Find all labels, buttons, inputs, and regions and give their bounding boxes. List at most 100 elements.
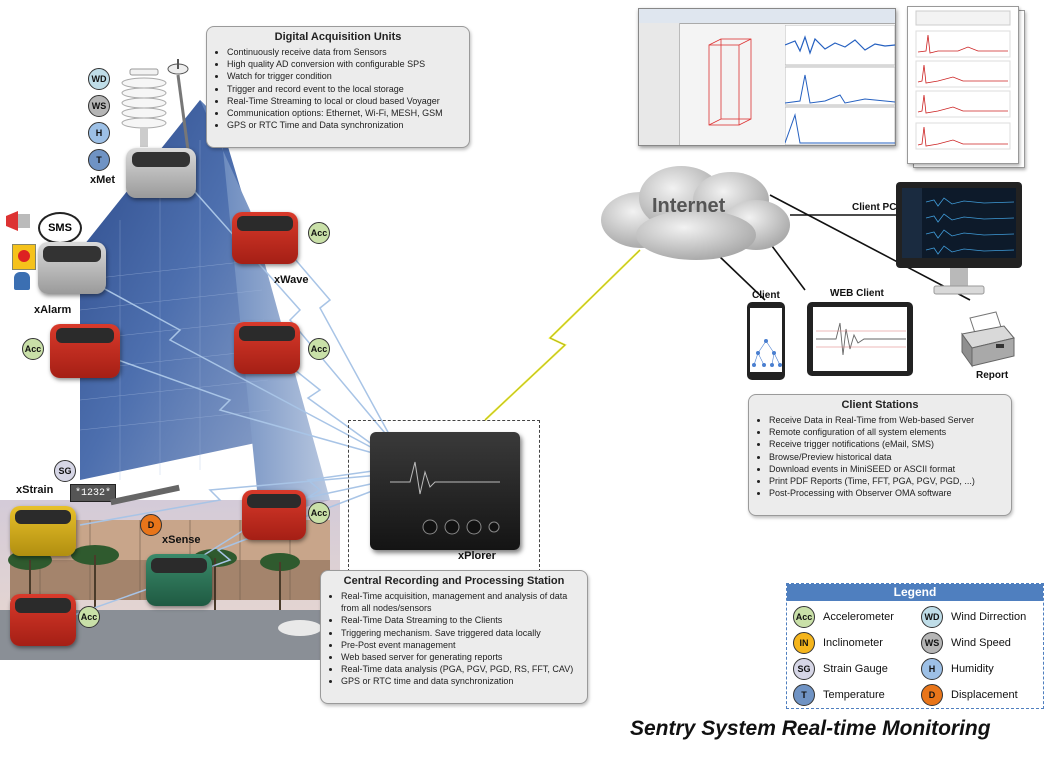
temperature-badge: T bbox=[88, 149, 110, 171]
dau-item: GPS or RTC Time and Data synchronization bbox=[227, 119, 463, 131]
client-stations-list: Receive Data in Real-Time from Web-based… bbox=[749, 414, 1011, 499]
xsense-label: xSense bbox=[162, 534, 201, 546]
legend-item: T Temperature bbox=[793, 684, 885, 706]
wind-speed-badge: WS bbox=[921, 632, 943, 654]
accelerometer-sensor bbox=[50, 324, 120, 378]
client-stations-item: Post-Processing with Observer OMA softwa… bbox=[769, 487, 1005, 499]
weather-station-icon bbox=[121, 59, 190, 150]
strain-readout: *1232* bbox=[70, 484, 116, 502]
dau-item: Trigger and record event to the local st… bbox=[227, 83, 463, 95]
central-station-item: GPS or RTC time and data synchronization bbox=[341, 675, 581, 687]
central-station-item: Pre-Post event management bbox=[341, 639, 581, 651]
accelerometer-badge: Acc bbox=[22, 338, 44, 360]
waveform-plots bbox=[785, 25, 895, 145]
temperature-badge: T bbox=[793, 684, 815, 706]
xwave-sensor bbox=[232, 212, 298, 264]
dau-info-box: Digital Acquisition Units Continuously r… bbox=[206, 26, 470, 148]
xalarm-sensor bbox=[38, 242, 106, 294]
accelerometer-badge: Acc bbox=[308, 338, 330, 360]
client-stations-item: Print PDF Reports (Time, FFT, PGA, PGV, … bbox=[769, 475, 1005, 487]
central-station-title: Central Recording and Processing Station bbox=[343, 575, 565, 587]
dau-title: Digital Acquisition Units bbox=[274, 31, 402, 43]
legend: Legend Acc Accelerometer WD Wind Dirrect… bbox=[786, 583, 1044, 709]
client-stations-item: Receive trigger notifications (eMail, SM… bbox=[769, 438, 1005, 450]
report-pages bbox=[905, 6, 1025, 168]
legend-label: Strain Gauge bbox=[823, 663, 888, 675]
diagram-title: Sentry System Real-time Monitoring bbox=[630, 717, 991, 740]
legend-label: Displacement bbox=[951, 689, 1018, 701]
legend-label: Accelerometer bbox=[823, 611, 894, 623]
beacon-icon bbox=[14, 272, 30, 290]
client-stations-item: Browse/Preview historical data bbox=[769, 451, 1005, 463]
accelerometer-badge: Acc bbox=[308, 222, 330, 244]
report-charts bbox=[915, 10, 1011, 150]
dau-item: High quality AD conversion with configur… bbox=[227, 58, 463, 70]
displacement-badge: D bbox=[921, 684, 943, 706]
xwave-label: xWave bbox=[274, 274, 309, 286]
central-station-item: Real-Time Data Streaming to the Clients bbox=[341, 614, 581, 626]
client-label: Client bbox=[752, 290, 780, 301]
legend-item: WD Wind Dirrection bbox=[921, 606, 1026, 628]
accelerometer-badge: Acc bbox=[793, 606, 815, 628]
client-pc-label: Client PC bbox=[852, 202, 897, 213]
strain-readout-value: *1232* bbox=[74, 487, 111, 499]
dau-item: Watch for trigger condition bbox=[227, 70, 463, 82]
displacement-badge: D bbox=[140, 514, 162, 536]
xmet-sensor bbox=[126, 148, 196, 198]
legend-label: Humidity bbox=[951, 663, 994, 675]
strain-gauge-badge: SG bbox=[793, 658, 815, 680]
printer-icon bbox=[961, 311, 1015, 368]
wind-direction-badge: WD bbox=[88, 68, 110, 90]
central-station-list: Real-Time acquisition, management and an… bbox=[321, 590, 587, 688]
xalarm-label: xAlarm bbox=[34, 304, 72, 316]
central-station-item: Real-Time acquisition, management and an… bbox=[341, 590, 581, 614]
siren-icon bbox=[6, 211, 30, 231]
report-label: Report bbox=[976, 370, 1009, 381]
sms-bubble: SMS bbox=[38, 212, 82, 244]
sms-text: SMS bbox=[48, 222, 72, 234]
humidity-badge: H bbox=[88, 122, 110, 144]
dau-item: Continuously receive data from Sensors bbox=[227, 46, 463, 58]
legend-item: WS Wind Speed bbox=[921, 632, 1011, 654]
central-station-item: Web based server for generating reports bbox=[341, 651, 581, 663]
strain-gauge-badge: SG bbox=[54, 460, 76, 482]
accelerometer-sensor bbox=[234, 322, 300, 374]
legend-item: Acc Accelerometer bbox=[793, 606, 894, 628]
internet-link-lightning bbox=[484, 249, 641, 421]
dau-item: Real-Time Streaming to local or cloud ba… bbox=[227, 95, 463, 107]
xstrain-label: xStrain bbox=[16, 484, 54, 496]
wind-direction-badge: WD bbox=[921, 606, 943, 628]
legend-item: H Humidity bbox=[921, 658, 994, 680]
xsense-sensor bbox=[146, 554, 212, 606]
client-pc-monitor-icon bbox=[896, 182, 1022, 295]
xplorer-waveform-print bbox=[390, 461, 500, 535]
accelerometer-sensor bbox=[10, 594, 76, 646]
legend-item: D Displacement bbox=[921, 684, 1018, 706]
legend-label: Wind Speed bbox=[951, 637, 1011, 649]
accelerometer-badge: Acc bbox=[308, 502, 330, 524]
legend-title: Legend bbox=[787, 584, 1043, 601]
legend-label: Inclinometer bbox=[823, 637, 883, 649]
client-stations-item: Receive Data in Real-Time from Web-based… bbox=[769, 414, 1005, 426]
client-stations-item: Download events in MiniSEED or ASCII for… bbox=[769, 463, 1005, 475]
legend-label: Wind Dirrection bbox=[951, 611, 1027, 623]
accelerometer-sensor bbox=[242, 490, 306, 540]
wind-speed-badge: WS bbox=[88, 95, 110, 117]
xplorer-device bbox=[370, 432, 520, 550]
client-stations-title: Client Stations bbox=[841, 399, 919, 411]
dau-item: Communication options: Ethernet, Wi-Fi, … bbox=[227, 107, 463, 119]
humidity-badge: H bbox=[921, 658, 943, 680]
internet-label: Internet bbox=[652, 195, 726, 217]
web-client-label: WEB Client bbox=[830, 288, 884, 299]
legend-label: Temperature bbox=[823, 689, 885, 701]
inclinometer-badge: IN bbox=[793, 632, 815, 654]
3d-model-preview bbox=[708, 38, 752, 126]
software-screenshot bbox=[638, 8, 896, 146]
xstrain-sensor bbox=[10, 506, 76, 556]
xplorer-label: xPlorer bbox=[458, 550, 496, 562]
client-phone-icon bbox=[747, 302, 785, 380]
xmet-label: xMet bbox=[90, 174, 116, 186]
web-client-tablet-icon bbox=[807, 302, 913, 376]
legend-item: IN Inclinometer bbox=[793, 632, 883, 654]
client-stations-info-box: Client Stations Receive Data in Real-Tim… bbox=[748, 394, 1012, 516]
